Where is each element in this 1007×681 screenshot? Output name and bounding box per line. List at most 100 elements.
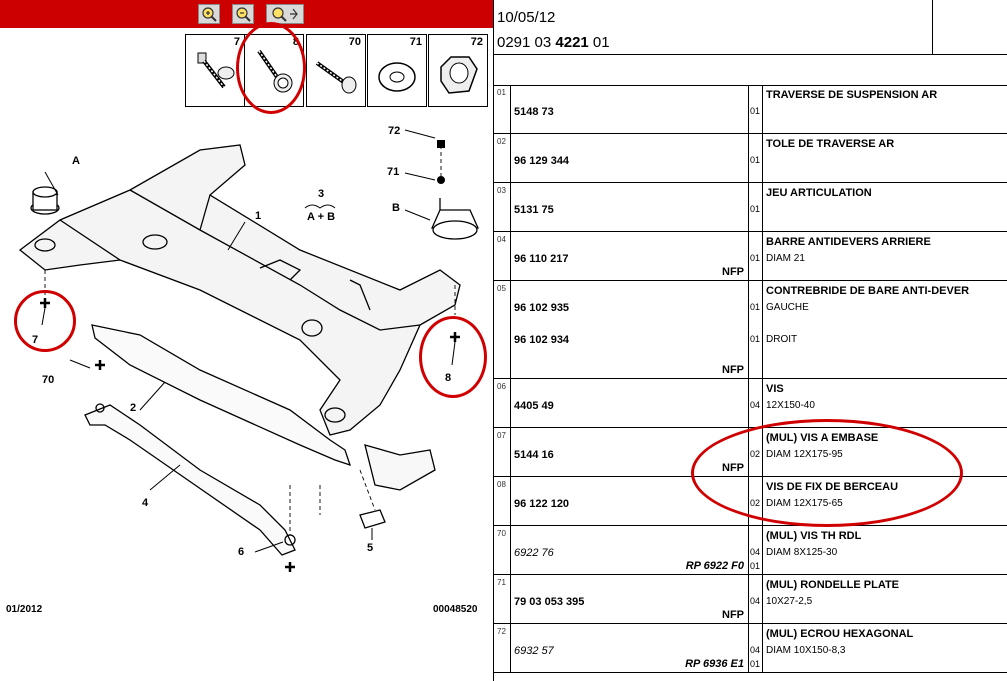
column-divider (748, 183, 749, 231)
diagram-label-7: 7 (32, 334, 39, 346)
part-quantity: 04 (750, 400, 761, 410)
rear-subframe-drawing (18, 129, 480, 572)
diagram-label-5: 5 (367, 542, 374, 554)
part-description: DIAM 8X125-30 (766, 547, 838, 558)
zoom-in-icon[interactable] (198, 4, 220, 24)
part-quantity: 04 (750, 596, 761, 606)
line-number: 72 (497, 627, 506, 636)
thumbnail-8[interactable]: 8 (244, 34, 304, 107)
part-quantity: 01 (750, 204, 761, 214)
ref-bold: 4221 (555, 34, 589, 51)
diagram-label-3-sub: A + B (307, 211, 336, 223)
nfp-flag: NFP (722, 364, 744, 376)
column-divider (748, 575, 749, 623)
nfp-flag: NFP (722, 462, 744, 474)
table-row[interactable]: 04 96 110 217 01 BARRE ANTIDEVERS ARRIERE DI… (494, 232, 1007, 281)
diagram-label-72: 72 (388, 125, 401, 137)
diagram-label-70: 70 (42, 374, 55, 386)
diagram-label-3: 3 (318, 188, 325, 200)
thumbnail-number: 7 (233, 36, 240, 48)
column-divider (748, 281, 749, 378)
thumbnail-7[interactable]: 7 (185, 34, 245, 107)
column-divider (762, 281, 763, 378)
part-description: GAUCHE (766, 302, 809, 313)
part-description: 10X27-2,5 (766, 596, 813, 607)
column-divider (762, 477, 763, 525)
catalog-date: 10/05/12 (497, 9, 556, 26)
part-thumbnails: 7 8 70 71 72 (185, 34, 488, 107)
column-divider (510, 281, 511, 378)
part-reference: 96 129 344 (514, 155, 570, 167)
flange-bolt-icon (257, 49, 293, 93)
part-title: (MUL) VIS TH RDL (766, 530, 862, 542)
part-reference: 4405 49 (514, 400, 554, 412)
column-divider (748, 85, 749, 133)
column-divider (510, 477, 511, 525)
column-divider (510, 428, 511, 476)
column-divider (748, 379, 749, 427)
part-quantity: 02 (750, 449, 761, 459)
diagram-label-A: A (72, 155, 80, 167)
part-reference: 5148 73 (514, 106, 554, 118)
part-quantity: 01 (750, 253, 761, 263)
part-reference: 96 110 217 (514, 253, 569, 265)
part-quantity: 01 (750, 155, 761, 165)
part-title: BARRE ANTIDEVERS ARRIERE (766, 236, 931, 248)
column-divider (748, 134, 749, 182)
diagram-label-6: 6 (238, 546, 245, 558)
thumbnail-70[interactable]: 70 (306, 34, 366, 107)
column-divider (748, 526, 749, 574)
line-number: 04 (497, 235, 506, 244)
column-divider (762, 428, 763, 476)
line-number: 08 (497, 480, 506, 489)
diagram-label-8: 8 (445, 372, 452, 384)
part-title: (MUL) ECROU HEXAGONAL (766, 628, 914, 640)
exploded-diagram: A B 1 2 3 A + B 4 5 6 7 8 70 71 72 (0, 110, 493, 610)
thumbnail-71[interactable]: 71 (367, 34, 427, 107)
zoom-out-icon[interactable] (232, 4, 254, 24)
line-number: 02 (497, 137, 506, 146)
diagram-label-B: B (392, 202, 400, 214)
nfp-flag: NFP (722, 609, 744, 621)
part-description: 12X150-40 (766, 400, 815, 411)
diagram-panel: 7 8 70 71 72 (0, 0, 493, 681)
column-divider (762, 379, 763, 427)
part-quantity: 04 (750, 547, 761, 557)
part-reference: 96 102 934 (514, 334, 570, 346)
part-quantity: 01 (750, 302, 761, 312)
zoom-fit-icon[interactable] (266, 4, 304, 24)
line-number: 70 (497, 529, 506, 538)
thumbnail-number: 8 (292, 36, 299, 48)
part-reference: 96 102 935 (514, 302, 570, 314)
column-divider (510, 232, 511, 280)
line-number: 03 (497, 186, 506, 195)
parts-subheader (494, 54, 1007, 86)
thumbnail-72[interactable]: 72 (428, 34, 488, 107)
column-divider (510, 134, 511, 182)
part-title: (MUL) VIS A EMBASE (766, 432, 879, 444)
part-reference: 5144 16 (514, 449, 554, 461)
column-divider (748, 428, 749, 476)
column-divider (762, 85, 763, 133)
part-description: DIAM 21 (766, 253, 805, 264)
thumbnail-number: 71 (409, 36, 422, 48)
divider (932, 0, 933, 54)
part-quantity: 04 (750, 645, 761, 655)
thumbnail-number: 72 (470, 36, 483, 48)
diagram-label-71: 71 (387, 166, 400, 178)
toolbar (0, 0, 493, 28)
replacement-quantity: 01 (750, 659, 761, 669)
catalog-reference: 0291 03 4221 01 (497, 34, 610, 51)
line-number: 05 (497, 284, 506, 293)
column-divider (748, 477, 749, 525)
